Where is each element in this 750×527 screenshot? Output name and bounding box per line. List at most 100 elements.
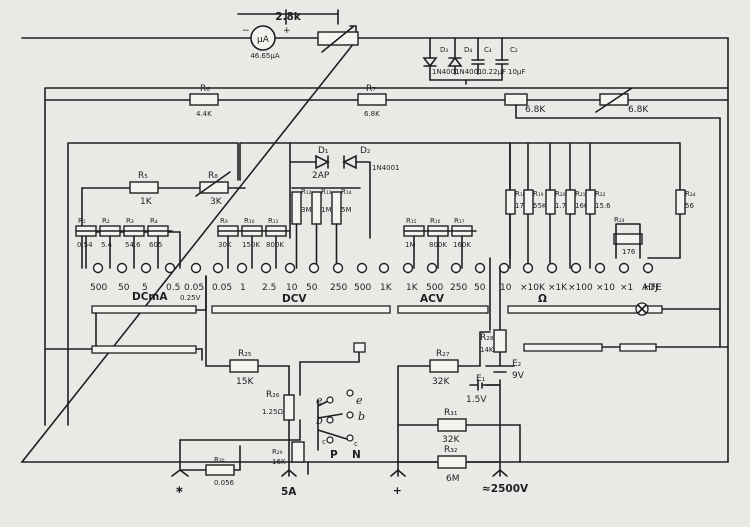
jack-5a[interactable]: 5A xyxy=(281,486,297,498)
switch-contact-19[interactable] xyxy=(546,262,558,274)
switch-contact-16[interactable] xyxy=(474,262,486,274)
meter-loop: μA 2.8k 46.65μA + − xyxy=(20,9,729,463)
ohm-resistor-value-5: 176 xyxy=(622,248,636,256)
switch-label-16: 50 xyxy=(474,283,486,293)
switch-contact-1[interactable] xyxy=(116,262,128,274)
switch-label-24: HFE xyxy=(644,283,662,293)
switch-contact-18[interactable] xyxy=(522,262,534,274)
switch-contact-10[interactable] xyxy=(332,262,344,274)
switch-label-8: 10 xyxy=(286,283,298,293)
e1-value: 1.5V xyxy=(466,395,487,405)
d2-value: 1N4001 xyxy=(372,164,400,172)
switch-contact-3[interactable] xyxy=(164,262,176,274)
r31-value: 32K xyxy=(442,435,460,445)
switch-contact-12[interactable] xyxy=(378,262,390,274)
ohm-resistor-0 xyxy=(505,189,516,215)
switch-contact-20[interactable] xyxy=(570,262,582,274)
switch-contact-11[interactable] xyxy=(356,262,368,274)
dcma-network: R₅ 1K R₈ 3K xyxy=(67,142,511,426)
ohm-resistor-name-2: R₂₀ xyxy=(555,190,566,198)
switch-label-10: 250 xyxy=(330,283,347,293)
test-pad xyxy=(353,342,366,353)
jack-2500v[interactable]: ≈2500V xyxy=(482,483,529,495)
dcv-resistor-name-0: R₉ xyxy=(220,217,228,225)
switch-contact-6[interactable] xyxy=(236,262,248,274)
switch-contact-21[interactable] xyxy=(594,262,606,274)
switch-label-11: 500 xyxy=(354,283,371,293)
socket-c2-label: c xyxy=(322,438,326,446)
switch-label-22: ×1 xyxy=(620,283,633,293)
acv-resistor-name-2: R₁₇ xyxy=(454,217,465,225)
ohm-section xyxy=(509,142,681,316)
range-dcma: DCmA xyxy=(132,291,168,303)
acv-bar xyxy=(397,305,489,314)
protection-block: D₃ D₄ C₄ C₂ 1N4001 1N4001 0.22μF 10μF xyxy=(422,37,525,85)
meter-spec-label: 46.65μA xyxy=(250,52,279,60)
switch-label-5: 0.05 xyxy=(212,283,232,293)
r25-name: R₂₅ xyxy=(238,349,252,359)
dcv-resistor-value-0: 30K xyxy=(218,241,232,249)
e2-name: E₂ xyxy=(512,359,522,369)
dcv-resistor-name-4: R₁₃ xyxy=(321,188,332,196)
ohm-common-bar xyxy=(523,343,603,352)
switch-contact-15[interactable] xyxy=(450,262,462,274)
switch-contact-22[interactable] xyxy=(618,262,630,274)
ohm-resistor-6 xyxy=(675,189,686,215)
r27-value: 32K xyxy=(432,377,450,387)
r8-resistor xyxy=(199,181,229,194)
dcv-resistor-value-5: 5M xyxy=(341,206,352,214)
dcv-resistor-value-4: 1M xyxy=(321,206,332,214)
acv-resistor-name-0: R₁₅ xyxy=(406,217,417,225)
hfe-bar xyxy=(619,343,657,352)
socket-b2-label: b xyxy=(316,414,323,427)
c4-value: 0.22μF xyxy=(482,68,506,76)
range-ohm: Ω xyxy=(538,293,547,305)
switch-contact-8[interactable] xyxy=(284,262,296,274)
r25-resistor xyxy=(229,359,259,373)
c2-label: C₂ xyxy=(510,46,518,54)
r30-name: R₃₀ xyxy=(214,456,225,464)
r5-resistor xyxy=(129,181,159,194)
socket-p-label: P xyxy=(330,449,338,461)
switch-contact-14[interactable] xyxy=(426,262,438,274)
switch-label-2: 5 xyxy=(142,283,148,293)
pot2-value: 6.8K xyxy=(628,105,649,115)
switch-contact-5[interactable] xyxy=(212,262,224,274)
acv-resistor-value-2: 160K xyxy=(453,241,471,249)
meter-minus: − xyxy=(242,26,250,36)
dcma-resistor-value-2: 54.6 xyxy=(125,241,141,249)
ohm-resistor-value-4: 15.6 xyxy=(595,202,611,210)
ohm-resistor-name-6: R₂₄ xyxy=(685,190,696,198)
switch-contact-23[interactable] xyxy=(642,262,654,274)
switch-contact-7[interactable] xyxy=(260,262,272,274)
dcv-resistor-name-3: R₁₂ xyxy=(301,188,312,196)
dcma-resistor-name-3: R₄ xyxy=(150,217,158,225)
switch-label-17: 10 xyxy=(500,283,512,293)
switch-contact-2[interactable] xyxy=(140,262,152,274)
switch-label-9: 50 xyxy=(306,283,318,293)
switch-label-0: 500 xyxy=(90,283,107,293)
switch-contact-9[interactable] xyxy=(308,262,320,274)
ohm-resistor-name-0: R₁₈ xyxy=(515,190,526,198)
dcma-resistor-value-0: 0.54 xyxy=(77,241,93,249)
switch-contact-17[interactable] xyxy=(498,262,510,274)
r29-resistor xyxy=(291,441,305,463)
r30-value: 0.056 xyxy=(214,479,235,487)
jack-plus[interactable]: + xyxy=(393,485,402,497)
r26-resistor xyxy=(283,394,295,421)
switch-contact-4[interactable] xyxy=(190,262,202,274)
meter-symbol: μA xyxy=(257,35,270,45)
dcv-resistor-name-5: R₁₄ xyxy=(341,188,352,196)
dcv-resistor-name-2: R₁₁ xyxy=(268,217,279,225)
r29-name: R₂₉ xyxy=(272,448,283,456)
d2-name: D₂ xyxy=(360,146,371,156)
switch-contact-0[interactable] xyxy=(92,262,104,274)
meter-resistance-label: 2.8k xyxy=(275,11,302,23)
ohm-resistor-3 xyxy=(565,189,576,215)
switch-contact-13[interactable] xyxy=(402,262,414,274)
pot1 xyxy=(504,93,528,106)
r28-name: R₂₈ xyxy=(480,333,494,343)
acv-resistor-value-1: 800K xyxy=(429,241,447,249)
jack-com[interactable]: ∗ xyxy=(175,484,184,496)
